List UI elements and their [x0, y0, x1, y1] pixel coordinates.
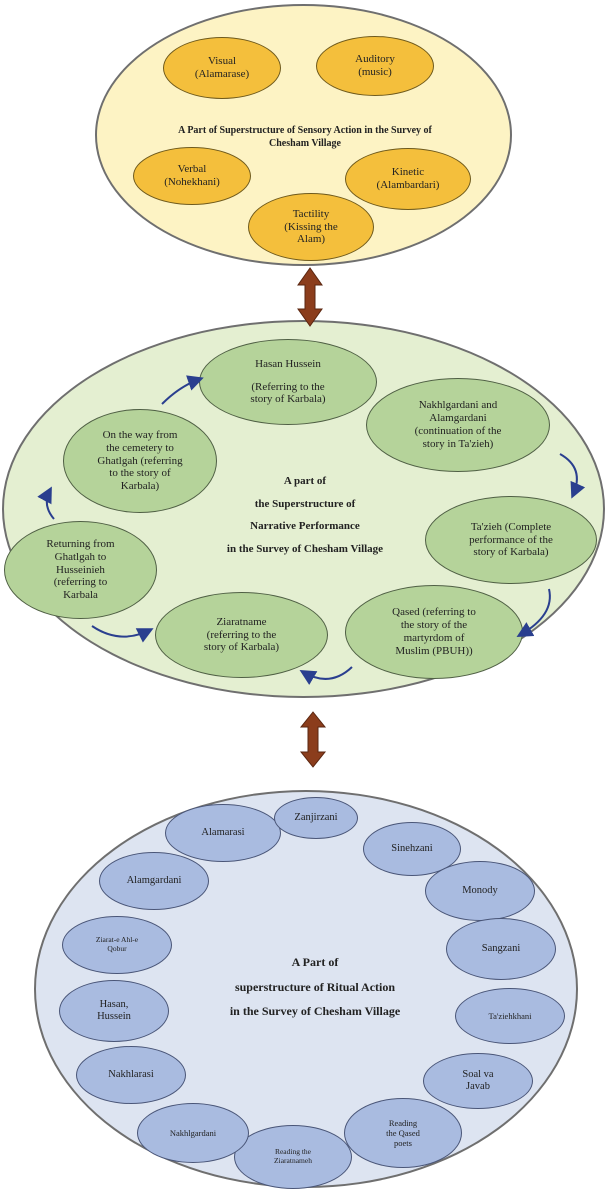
node-visual: Visual(Alamarase)	[163, 37, 281, 99]
node-zanjirzani: Zanjirzani	[274, 797, 358, 839]
node-returning-from-ghatlgah: Returning from Ghatlgah to Husseinieh (r…	[4, 521, 157, 619]
node-nakhlarasi: Nakhlarasi	[76, 1046, 186, 1104]
node-ziaratname: Ziaratname (referring to the story of Ka…	[155, 592, 328, 678]
node-alamarasi: Alamarasi	[165, 804, 281, 862]
node-nakhlgardani-alamgardani: Nakhlgardani and Alamgardani (continuati…	[366, 378, 550, 472]
node-auditory: Auditory(music)	[316, 36, 434, 96]
cycle-arrow-5	[91, 625, 154, 643]
cycle-arrow-1	[161, 375, 204, 405]
sensory-action-title: A Part of Superstructure of Sensory Acti…	[178, 125, 432, 149]
cycle-arrow-3	[516, 588, 551, 637]
node-taziehkhani: Ta'ziehkhani	[455, 988, 565, 1044]
node-nakhlgardani: Nakhlgardani	[137, 1103, 249, 1163]
ritual-action-title: A Part of superstructure of Ritual Actio…	[229, 955, 401, 1019]
narrative-performance-title: A part of the Superstructure of Narrativ…	[226, 475, 384, 555]
node-hasan-hussein-ritual: Hasan,Hussein	[59, 980, 169, 1042]
cycle-arrow-4	[299, 666, 353, 685]
node-verbal: Verbal(Nohekhani)	[133, 147, 251, 205]
node-qased: Qased (referring to the story of the mar…	[345, 585, 523, 679]
node-kinetic: Kinetic(Alambardari)	[345, 148, 471, 210]
cycle-arrow-6	[37, 486, 55, 520]
node-tazieh: Ta'zieh (Complete performance of the sto…	[425, 496, 597, 584]
node-sangzani: Sangzani	[446, 918, 556, 980]
node-hasan-hussein: Hasan Hussein (Referring to the story of…	[199, 339, 377, 425]
node-monody: Monody	[425, 861, 535, 921]
cycle-arrow-2	[559, 453, 586, 499]
double-arrow-narrative-ritual	[299, 711, 327, 768]
node-on-the-way-from-cemetery: On the way from the cemetery to Ghatlgah…	[63, 409, 217, 513]
double-arrow-sensory-narrative	[297, 267, 323, 327]
node-alamgardani: Alamgardani	[99, 852, 209, 910]
